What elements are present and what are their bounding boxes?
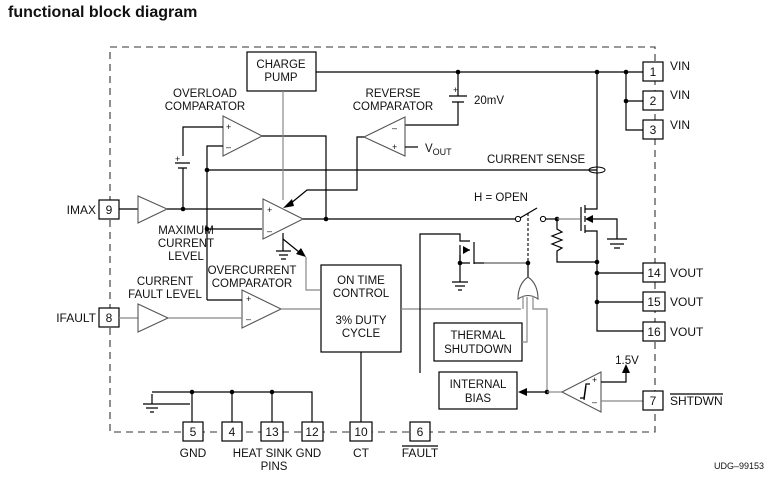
- pin-2-vin: 2 VIN: [642, 88, 690, 111]
- pin-number: 16: [647, 325, 661, 339]
- current-fault-level-label-2: FAULT LEVEL: [128, 289, 202, 301]
- heat-sink-label-1: HEAT SINK GND: [233, 448, 321, 460]
- pin-name: GND: [180, 446, 207, 460]
- overcurrent-comparator-label-1: OVERCURRENT: [208, 265, 297, 277]
- minus-sign: –: [246, 314, 251, 324]
- overcurrent-comparator-label-2: COMPARATOR: [212, 278, 293, 290]
- battery-plus-sign: +: [175, 154, 180, 164]
- pin-13-heat-sink: 13: [260, 421, 284, 442]
- plus-sign: +: [226, 122, 231, 132]
- current-sense-label: CURRENT SENSE: [487, 154, 586, 166]
- internal-bias-label-2: BIAS: [465, 393, 492, 405]
- on-time-label-3: 3% DUTY: [335, 315, 386, 327]
- pin-15-vout: 15 VOUT: [642, 291, 704, 312]
- shutdown-comparator: [560, 371, 602, 413]
- maximum-current-level-label-3: LEVEL: [168, 251, 204, 263]
- pin-number: 9: [106, 203, 113, 217]
- maximum-current-level-label-2: CURRENT: [158, 238, 214, 250]
- pin-number: 4: [229, 425, 236, 439]
- pin-name: VIN: [670, 118, 690, 132]
- plus-sign: +: [392, 142, 397, 152]
- thermal-label-2: SHUTDOWN: [444, 344, 512, 356]
- thermal-label-1: THERMAL: [451, 330, 507, 342]
- pin-1-vin: 1 VIN: [642, 59, 690, 82]
- on-time-label-1: ON TIME: [337, 275, 385, 287]
- pin-number: 10: [354, 425, 368, 439]
- pin-name: VOUT: [670, 295, 704, 309]
- ic-boundary: [109, 46, 656, 433]
- or-gate: [517, 276, 539, 301]
- charge-pump-block: CHARGE PUMP: [246, 51, 317, 92]
- current-fault-level-label-1: CURRENT: [137, 276, 193, 288]
- pin-number: 2: [650, 94, 657, 108]
- pin-9-imax: 9 IMAX: [67, 199, 120, 220]
- pin-name: FAULT: [402, 446, 439, 460]
- maximum-current-level-label-1: MAXIMUM: [158, 225, 214, 237]
- pin-number: 8: [106, 311, 113, 325]
- h-open-label: H = OPEN: [474, 192, 528, 204]
- pin-name: IMAX: [67, 203, 96, 217]
- pin-7-shtdwn: 7 SHTDWN: [642, 390, 723, 411]
- overcurrent-comparator: [241, 289, 283, 329]
- pin-8-ifault: 8 IFAULT: [56, 307, 120, 328]
- reverse-comparator: [362, 116, 406, 157]
- pin-14-vout: 14 VOUT: [642, 262, 704, 283]
- on-time-label-2: CONTROL: [333, 288, 390, 300]
- plus-sign: +: [246, 294, 251, 304]
- pin-number: 5: [190, 425, 197, 439]
- battery-plus-sign: +: [453, 85, 458, 95]
- plus-sign: +: [267, 205, 272, 215]
- pin-12-heat-sink: 12: [301, 421, 324, 442]
- vout-ref-label: VOUT: [425, 143, 452, 157]
- pin-6-fault: 6 FAULT: [402, 421, 439, 460]
- pin-4-heat-sink: 4: [221, 421, 243, 442]
- pin-number: 13: [265, 425, 279, 439]
- minus-sign: –: [592, 397, 597, 407]
- pin-3-vin: 3 VIN: [642, 118, 690, 140]
- diagram-title: functional block diagram: [8, 4, 198, 21]
- internal-bias-block: INTERNAL BIAS: [438, 371, 518, 410]
- error-amplifier: [262, 198, 305, 240]
- minus-sign: –: [267, 226, 272, 236]
- minus-sign: –: [226, 142, 231, 152]
- pin-5-gnd: 5 GND: [180, 421, 207, 460]
- pin-name: VIN: [670, 88, 690, 102]
- pin-number: 1: [650, 65, 657, 79]
- pin-number: 12: [305, 425, 319, 439]
- figure-id: UDG–99153: [714, 461, 764, 471]
- reverse-comparator-label-1: REVERSE: [366, 88, 421, 100]
- ifault-buffer: [137, 303, 170, 333]
- pin-number: 14: [647, 266, 661, 280]
- internal-bias-label-1: INTERNAL: [450, 379, 507, 391]
- overload-comparator-label-1: OVERLOAD: [173, 88, 237, 100]
- on-time-control-block: ON TIME CONTROL 3% DUTY CYCLE: [320, 264, 402, 353]
- heat-sink-label-2: PINS: [261, 461, 288, 473]
- pin-name: IFAULT: [56, 311, 96, 325]
- imax-buffer: [137, 195, 169, 224]
- pin-name: VIN: [670, 59, 690, 73]
- pin-16-vout: 16 VOUT: [642, 321, 704, 342]
- charge-pump-label-2: PUMP: [264, 72, 298, 84]
- reverse-offset-label: 20mV: [474, 95, 504, 107]
- minus-sign: –: [392, 123, 397, 133]
- overload-comparator-label-2: COMPARATOR: [165, 101, 246, 113]
- pin-name: CT: [353, 446, 370, 460]
- pin-number: 3: [650, 123, 657, 137]
- pin-number: 6: [417, 425, 424, 439]
- shutdown-ref-label: 1.5V: [615, 355, 639, 367]
- pin-name: VOUT: [670, 325, 704, 339]
- reverse-comparator-label-2: COMPARATOR: [353, 101, 434, 113]
- thermal-shutdown-block: THERMAL SHUTDOWN: [433, 322, 523, 362]
- pin-name: SHTDWN: [670, 394, 723, 408]
- pin-10-ct: 10 CT: [349, 421, 373, 460]
- on-time-label-4: CYCLE: [342, 328, 381, 340]
- pin-number: 7: [650, 394, 657, 408]
- pin-number: 15: [647, 295, 661, 309]
- overload-comparator: [222, 115, 264, 157]
- plus-sign: +: [592, 375, 597, 385]
- charge-pump-label-1: CHARGE: [256, 59, 306, 71]
- pin-name: VOUT: [670, 266, 704, 280]
